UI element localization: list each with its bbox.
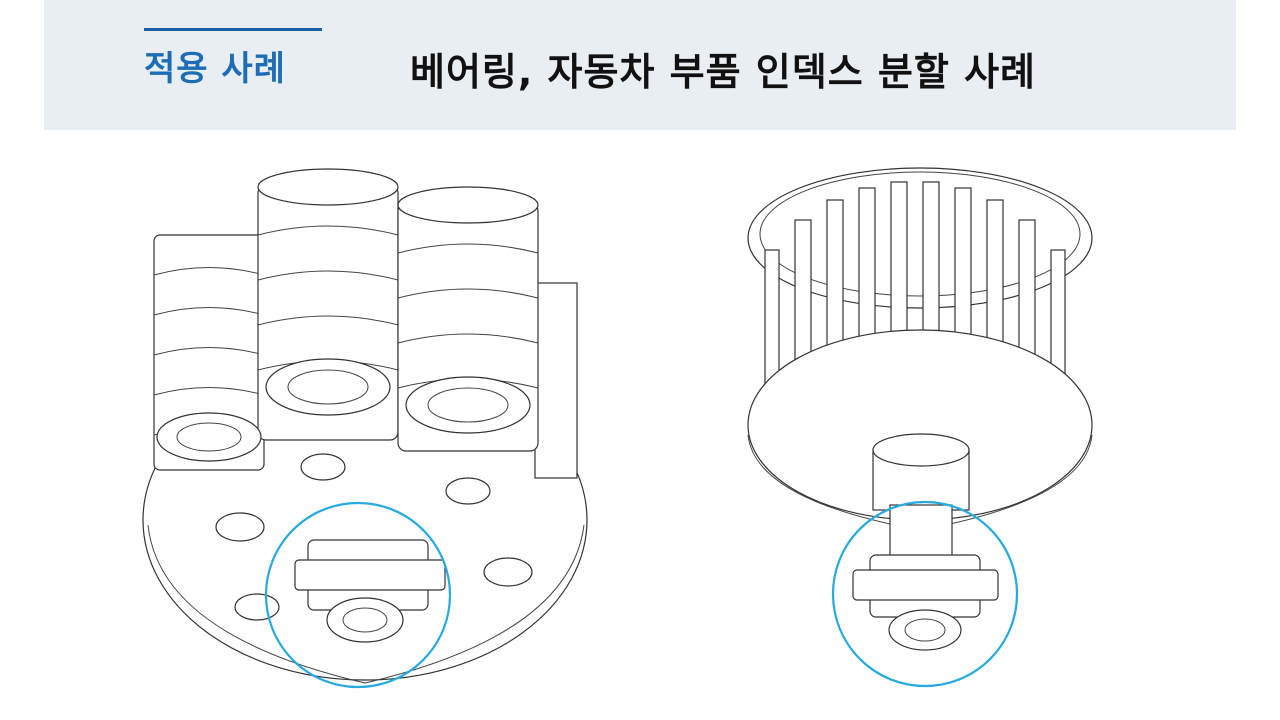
header-band: 적용 사례 베어링, 자동차 부품 인덱스 분할 사례 (44, 0, 1236, 130)
section-label: 적용 사례 (144, 49, 286, 89)
bearing-index-illustration (142, 168, 588, 689)
page-title: 베어링, 자동차 부품 인덱스 분할 사례 (410, 50, 1036, 94)
section-label-group: 적용 사례 (144, 28, 322, 90)
label-accent-bar (144, 28, 322, 31)
automotive-part-index-illustration (747, 167, 1093, 688)
